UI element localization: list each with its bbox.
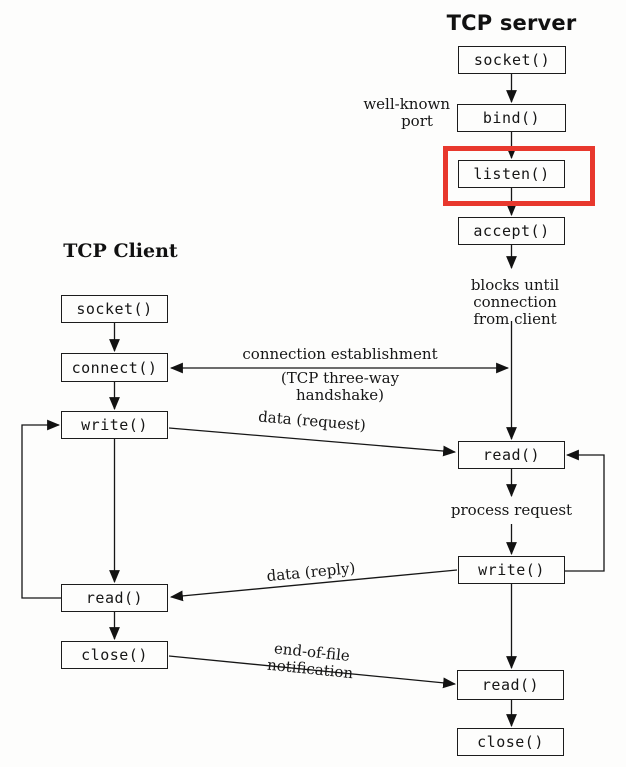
server-node-listen: listen() — [458, 160, 565, 188]
arrow-data-reply — [169, 569, 458, 602]
server-node-bind: bind() — [457, 104, 566, 132]
label-connection-establishment: connection establishment — [242, 345, 438, 363]
client-node-write: write() — [61, 411, 168, 439]
client-node-connect: connect() — [61, 353, 168, 382]
label-blocks-line2: from client — [473, 310, 557, 328]
client-node-close: close() — [61, 641, 168, 669]
highlight-box-listen — [443, 146, 595, 206]
client-node-read: read() — [61, 584, 168, 612]
label-port: port — [401, 112, 433, 130]
server-node-socket: socket() — [458, 46, 566, 74]
server-node-close: close() — [457, 728, 564, 756]
arrow-client-read-write-loop — [21, 419, 61, 599]
label-three-way-handshake: (TCP three-way handshake) — [280, 369, 400, 404]
label-process-request: process request — [450, 501, 573, 519]
server-node-accept: accept() — [458, 217, 565, 245]
client-title: TCP Client — [63, 240, 178, 262]
arrow-data-request — [168, 427, 457, 457]
server-node-read-2: read() — [457, 670, 564, 700]
label-blocks-line1: blocks until connection — [470, 276, 560, 311]
server-node-read-1: read() — [458, 441, 565, 469]
label-blocks-until-connection: blocks until connection from client — [427, 277, 603, 328]
server-title: TCP server — [446, 11, 577, 35]
label-well-known-port: well-known port — [356, 96, 450, 130]
server-node-write: write() — [458, 556, 565, 584]
label-well-known: well-known — [363, 95, 450, 113]
client-node-socket: socket() — [61, 295, 168, 323]
arrow-server-write-read-loop — [565, 449, 605, 572]
arrow-eof-notification — [168, 655, 457, 689]
